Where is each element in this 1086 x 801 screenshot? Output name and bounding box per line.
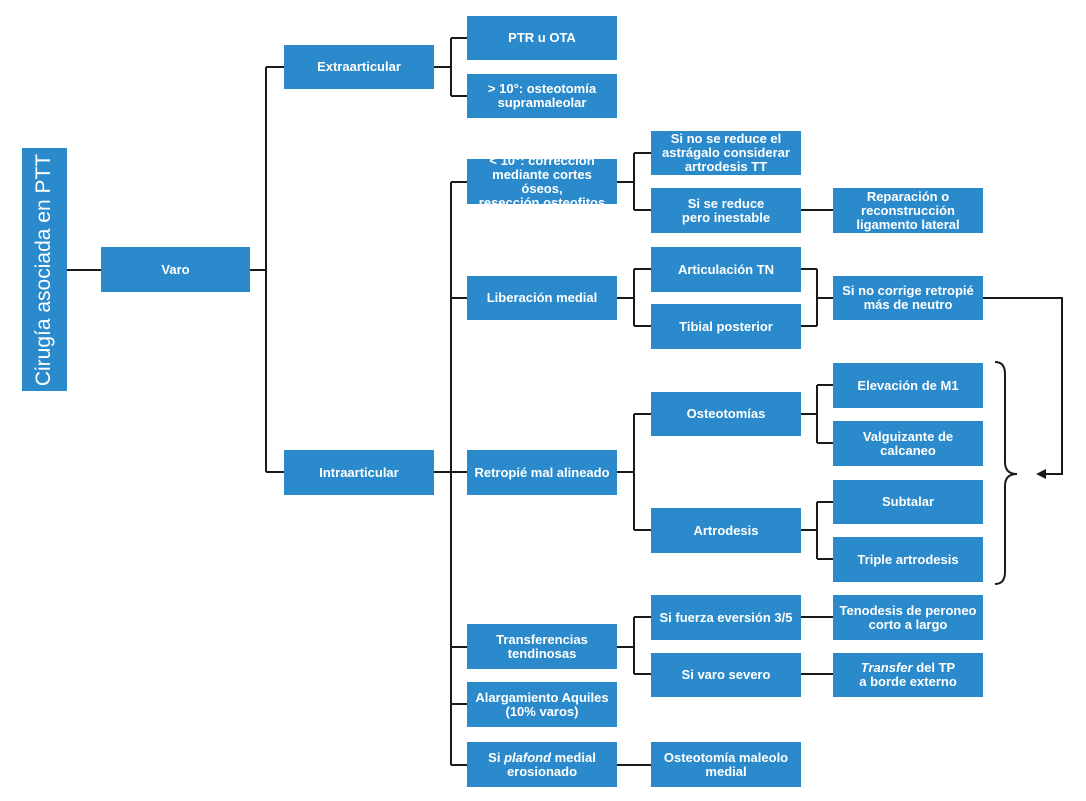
- node-no-corrige-line2: más de neutro: [863, 297, 953, 312]
- node-reparacion-line2: reconstrucción: [861, 202, 955, 218]
- node-extraarticular: Extraarticular: [284, 45, 434, 89]
- node-plafond-line2: erosionado: [506, 763, 578, 779]
- node-triple-artrodesis: Triple artrodesis: [833, 537, 983, 582]
- node-varo-label: Varo: [161, 261, 190, 277]
- node-no-reduce-line1: Si no se reduce el: [670, 131, 782, 146]
- node-reparacion-line3: ligamento lateral: [856, 216, 960, 232]
- node-osteotomia-maleolo: Osteotomía maleolo medial: [651, 742, 801, 787]
- node-artrodesis-label: Artrodesis: [693, 522, 759, 538]
- node-intraarticular: Intraarticular: [284, 450, 434, 495]
- node-plafond-erosionado: Si plafond medial erosionado: [467, 742, 617, 787]
- node-articulacion-tn: Articulación TN: [651, 247, 801, 292]
- node-articulacion-tn-label: Articulación TN: [677, 261, 775, 277]
- node-tenodesis-peroneo: Tenodesis de peroneo corto a largo: [833, 595, 983, 640]
- node-osteotomia-supramaleolar-line2: supramaleolar: [497, 95, 587, 110]
- node-transfer-tp: Transfer del TP a borde externo: [833, 653, 983, 697]
- node-plafond-em: plafond: [504, 749, 552, 765]
- node-transferencias-line2: tendinosas: [507, 645, 577, 661]
- node-se-reduce-line2: pero inestable: [681, 209, 771, 225]
- node-transferencias-line1: Transferencias: [496, 631, 588, 647]
- node-no-corrige-line1: Si no corrige retropié: [842, 283, 974, 298]
- node-se-reduce-line1: Si se reduce: [687, 195, 765, 211]
- node-alargamiento-line2: (10% varos): [505, 703, 579, 719]
- node-intraarticular-label: Intraarticular: [319, 464, 399, 480]
- node-liberacion-medial-label: Liberación medial: [486, 290, 598, 305]
- node-alargamiento-aquiles: Alargamiento Aquiles (10% varos): [467, 682, 617, 727]
- node-osteotomia-maleolo-line1: Osteotomía maleolo: [663, 749, 789, 765]
- node-tenodesis-line2: corto a largo: [868, 616, 948, 632]
- node-transfer-tp-post: del TP: [912, 660, 956, 675]
- node-no-corrige-retropie: Si no corrige retropié más de neutro: [833, 276, 983, 320]
- node-ptr-ota: PTR u OTA: [467, 16, 617, 60]
- node-osteotomias-label: Osteotomías: [686, 406, 766, 421]
- node-triple-artrodesis-label: Triple artrodesis: [857, 551, 959, 567]
- node-varo-severo-label: Si varo severo: [681, 667, 771, 682]
- node-valguizante-calcaneo: Valguizante de calcaneo: [833, 421, 983, 466]
- node-elevacion-m1-label: Elevación de M1: [857, 377, 959, 393]
- title-box: [22, 148, 67, 391]
- node-artrodesis: Artrodesis: [651, 508, 801, 553]
- node-transferencias-tendinosas: Transferencias tendinosas: [467, 624, 617, 669]
- node-liberacion-medial: Liberación medial: [467, 276, 617, 320]
- node-fuerza-eversion: Si fuerza eversión 3/5: [651, 595, 801, 640]
- node-correccion-line2: mediante cortes óseos,: [492, 166, 592, 196]
- node-retropie-label: Retropié mal alineado: [474, 464, 610, 480]
- node-tibial-posterior: Tibial posterior: [651, 304, 801, 349]
- node-elevacion-m1: Elevación de M1: [833, 363, 983, 408]
- node-osteotomia-maleolo-line2: medial: [705, 763, 747, 779]
- diagram-title: Cirugía asociada en PTT: [32, 153, 55, 387]
- node-transfer-tp-line1: Transfer del TP: [861, 661, 955, 675]
- node-transfer-tp-line2: a borde externo: [859, 674, 957, 689]
- node-plafond-line1: Si plafond medial: [488, 749, 596, 765]
- node-no-reduce-line3: artrodesis TT: [684, 159, 768, 174]
- node-correccion-line1: < 10°: corrección: [489, 152, 595, 168]
- node-reparacion-line1: Reparación o: [866, 188, 950, 204]
- node-tibial-posterior-label: Tibial posterior: [679, 318, 773, 334]
- node-no-reduce-astragalo: Si no se reduce el astrágalo considerar …: [651, 131, 801, 175]
- node-valguizante-line2: calcaneo: [880, 442, 936, 458]
- node-osteotomia-supramaleolar: > 10°: osteotomía supramaleolar: [467, 74, 617, 118]
- node-osteotomia-supramaleolar-line1: > 10°: osteotomía: [487, 81, 597, 96]
- node-correccion-menor-10: < 10°: corrección mediante cortes óseos,…: [467, 153, 617, 209]
- node-tenodesis-line1: Tenodesis de peroneo: [839, 602, 977, 618]
- node-correccion-line3: resección osteofitos: [478, 194, 606, 210]
- node-alargamiento-line1: Alargamiento Aquiles: [475, 689, 609, 705]
- node-subtalar-label: Subtalar: [881, 494, 934, 509]
- node-plafond-pre: Si: [488, 749, 505, 765]
- node-varo-severo: Si varo severo: [651, 653, 801, 697]
- node-varo: Varo: [101, 247, 250, 292]
- node-ptr-ota-label: PTR u OTA: [508, 30, 576, 45]
- node-fuerza-eversion-label: Si fuerza eversión 3/5: [659, 609, 793, 625]
- node-extraarticular-label: Extraarticular: [317, 59, 401, 74]
- node-subtalar: Subtalar: [833, 480, 983, 524]
- node-transfer-tp-em: Transfer: [860, 660, 913, 675]
- node-valguizante-line1: Valguizante de: [862, 428, 954, 444]
- node-retropie-mal-alineado: Retropié mal alineado: [467, 450, 617, 495]
- node-se-reduce-inestable: Si se reduce pero inestable: [651, 188, 801, 233]
- node-plafond-post: medial: [551, 749, 596, 765]
- node-no-reduce-line2: astrágalo considerar: [662, 145, 790, 160]
- node-reparacion-ligamento: Reparación o reconstrucción ligamento la…: [833, 188, 983, 233]
- node-osteotomias: Osteotomías: [651, 392, 801, 436]
